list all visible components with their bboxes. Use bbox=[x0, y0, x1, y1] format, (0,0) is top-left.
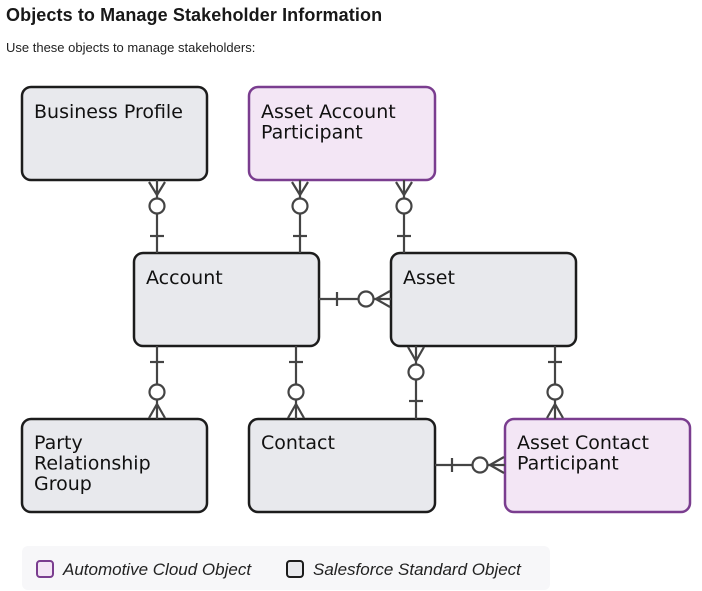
relationship-account-contact bbox=[287, 346, 305, 419]
entity-asset: Asset bbox=[389, 251, 578, 348]
legend: Automotive Cloud Object Salesforce Stand… bbox=[22, 546, 550, 590]
relationship-contact-asset-contact-participant bbox=[435, 456, 505, 474]
automotive-swatch bbox=[36, 560, 54, 578]
relationship-account-party-relationship-group bbox=[148, 346, 166, 419]
entity-account: Account bbox=[132, 251, 321, 348]
entity-business-profile: Business Profile bbox=[20, 85, 209, 182]
entity-label: Asset bbox=[403, 267, 455, 289]
entity-label-line: Participant bbox=[517, 453, 619, 475]
entity-contact: Contact bbox=[247, 417, 437, 514]
page-subtitle: Use these objects to manage stakeholders… bbox=[6, 40, 256, 55]
entity-label-line: Participant bbox=[261, 122, 363, 144]
entity-box bbox=[20, 85, 209, 182]
legend-standard-label: Salesforce Standard Object bbox=[313, 560, 521, 579]
legend-automotive-label: Automotive Cloud Object bbox=[63, 560, 252, 579]
entity-label-line: Asset Contact bbox=[517, 432, 649, 454]
relationship-account-asset bbox=[319, 290, 391, 308]
entity-label: Business Profile bbox=[34, 101, 183, 123]
entity-label-line: Group bbox=[34, 473, 92, 495]
relationship-account-business-profile bbox=[148, 180, 166, 253]
entity-box bbox=[247, 85, 437, 182]
relationship-contact-asset bbox=[407, 346, 425, 419]
relationship-asset-asset-account-participant bbox=[395, 180, 413, 253]
entity-label: Account bbox=[146, 267, 223, 289]
entity-label-line: Relationship bbox=[34, 453, 151, 475]
entity-label-line: Asset Account bbox=[261, 101, 396, 123]
relationship-asset-asset-contact-participant bbox=[546, 346, 564, 419]
entity-box bbox=[20, 417, 209, 514]
relationship-account-asset-account-participant bbox=[291, 180, 309, 253]
relationship-connectors bbox=[148, 180, 564, 474]
page-title: Objects to Manage Stakeholder Informatio… bbox=[6, 5, 383, 25]
standard-swatch bbox=[286, 560, 304, 578]
entity-label-line: Party bbox=[34, 432, 83, 454]
entity-label: Contact bbox=[261, 432, 335, 454]
